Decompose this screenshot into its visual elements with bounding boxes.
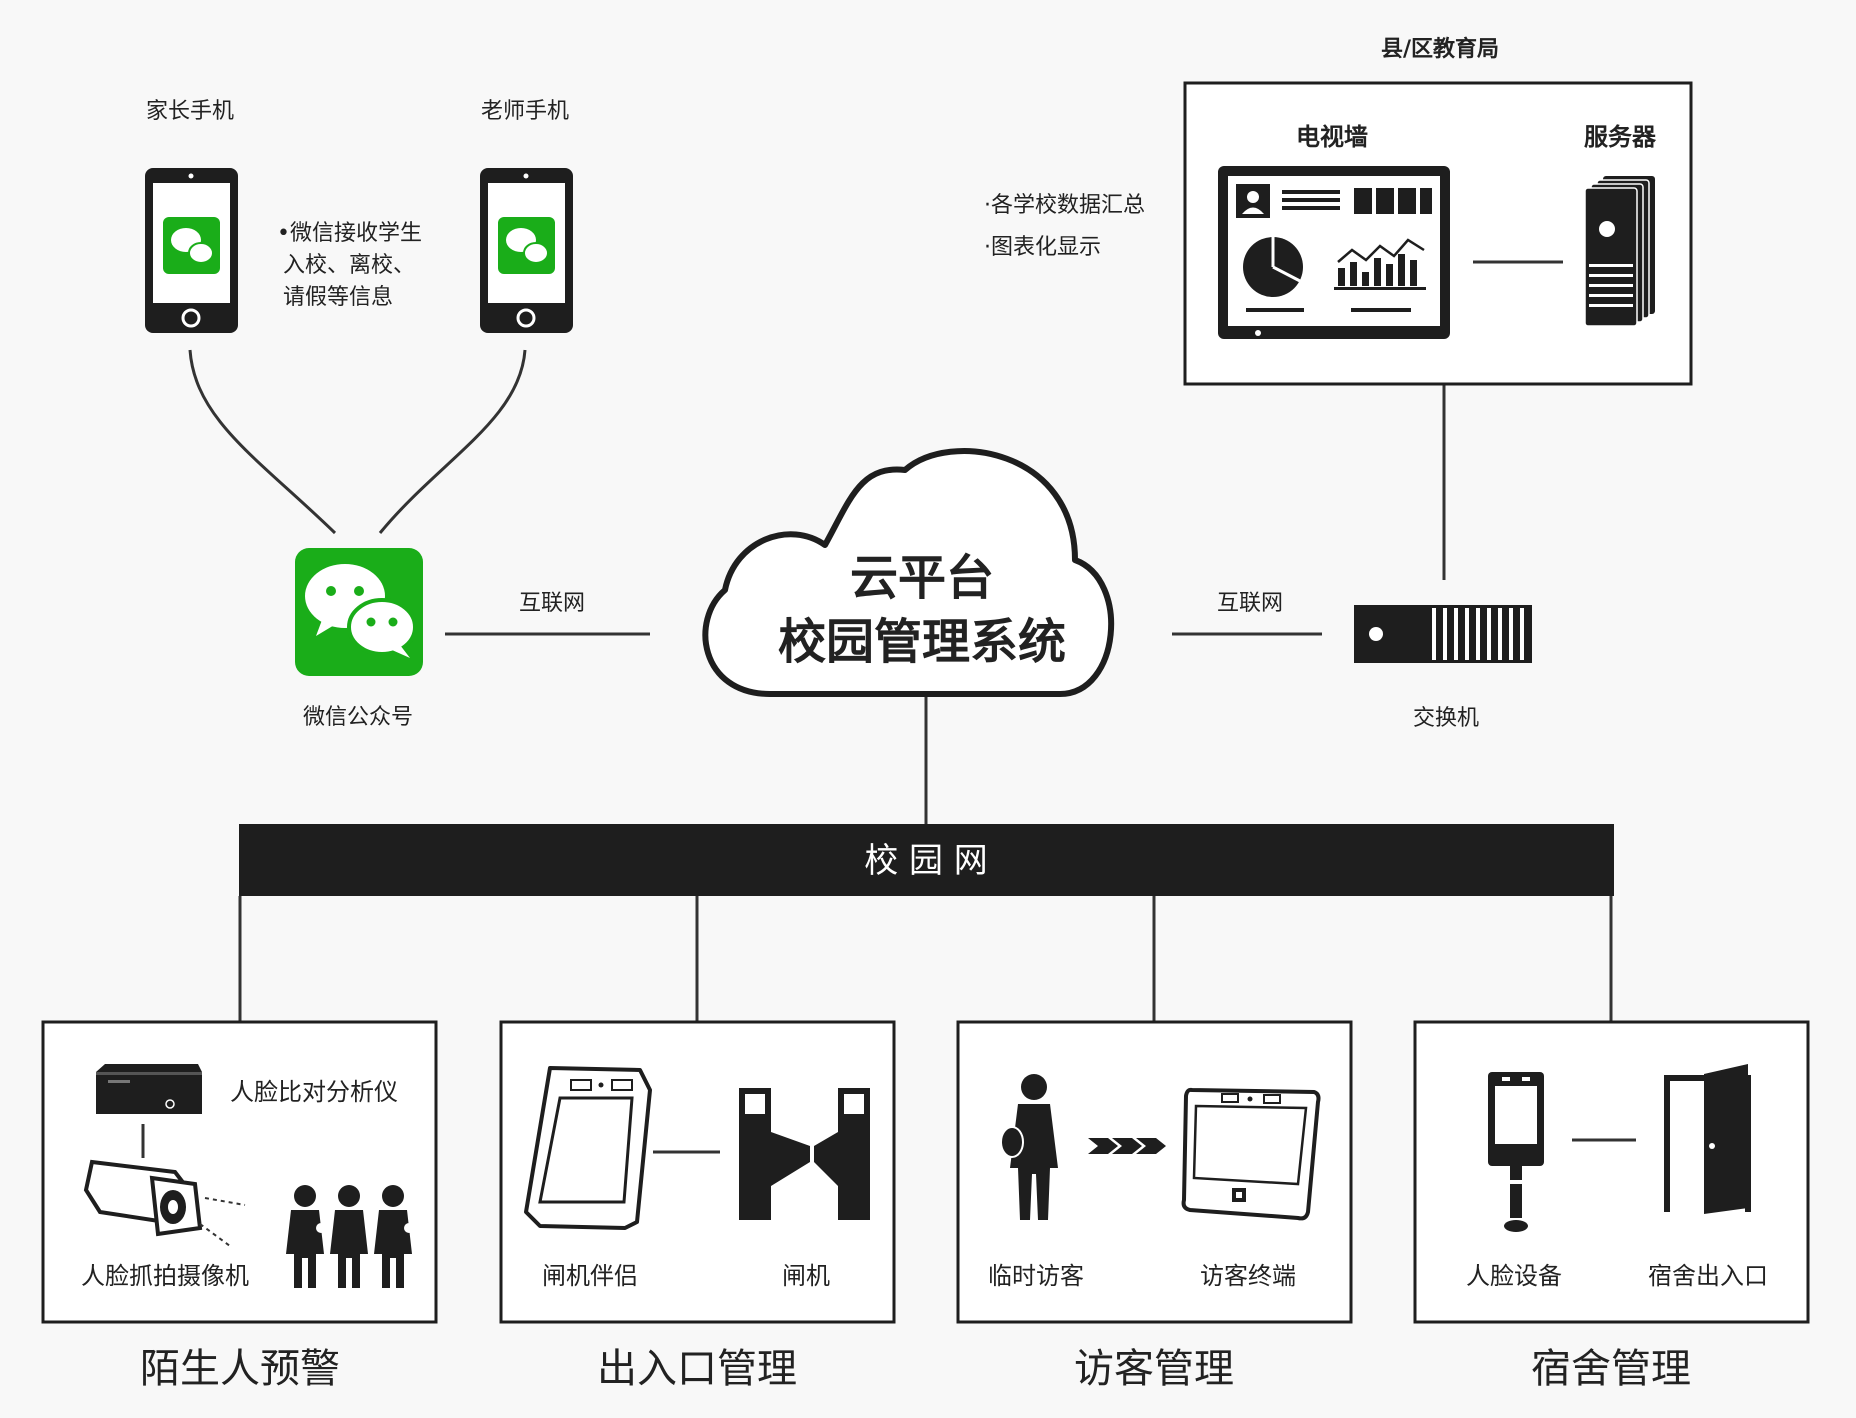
face-capture-camera-icon bbox=[83, 1159, 246, 1247]
wechat-note-line-3: 请假等信息 bbox=[283, 285, 393, 310]
cloud-icon bbox=[702, 448, 1115, 697]
module-title-dormitory: 宿舍管理 bbox=[1531, 1346, 1691, 1392]
tv-wall-label: 电视墙 bbox=[1296, 123, 1368, 151]
face-device-icon bbox=[1488, 1072, 1544, 1232]
wechat-official-account-icon bbox=[295, 548, 423, 676]
connector-parent-phone bbox=[188, 349, 337, 535]
gate-companion-icon bbox=[524, 1066, 652, 1230]
visitor-person-icon bbox=[1000, 1074, 1058, 1220]
teacher-phone-icon bbox=[480, 168, 573, 333]
switch-icon bbox=[1354, 605, 1532, 663]
wechat-official-account-label: 微信公众号 bbox=[303, 705, 413, 730]
cloud-platform: 云平台 校园管理系统 bbox=[702, 448, 1115, 697]
wechat-note-line-2: 入校、离校、 bbox=[283, 253, 415, 278]
crowd-icon bbox=[286, 1185, 414, 1288]
cloud-title-line-2: 校园管理系统 bbox=[778, 614, 1066, 670]
bureau-title: 县/区教育局 bbox=[1381, 36, 1499, 62]
campus-network-bar bbox=[239, 824, 1614, 896]
teacher-phone-label: 老师手机 bbox=[481, 99, 569, 124]
server-icon bbox=[1584, 176, 1655, 327]
bureau-note-2: ·图表化显示 bbox=[984, 235, 1101, 260]
gate-companion-label: 闸机伴侣 bbox=[542, 1262, 638, 1290]
module-title-entrance: 出入口管理 bbox=[597, 1346, 797, 1392]
face-capture-camera-label: 人脸抓拍摄像机 bbox=[81, 1262, 249, 1290]
dormitory-door-icon bbox=[1664, 1064, 1751, 1214]
wechat-note-line-1: •微信接收学生 bbox=[277, 221, 422, 246]
tv-wall-icon bbox=[1218, 166, 1450, 339]
temporary-visitor-label: 临时访客 bbox=[988, 1262, 1084, 1290]
visitor-terminal-icon bbox=[1181, 1087, 1321, 1221]
visitor-terminal-label: 访客终端 bbox=[1200, 1262, 1296, 1290]
cloud-title-line-1: 云平台 bbox=[850, 550, 994, 606]
parent-phone-icon bbox=[145, 168, 238, 333]
module-title-visitor: 访客管理 bbox=[1074, 1346, 1234, 1392]
module-title-stranger-warning: 陌生人预警 bbox=[140, 1346, 340, 1392]
connectors bbox=[188, 349, 1613, 1022]
face-device-label: 人脸设备 bbox=[1466, 1262, 1562, 1290]
forward-arrows-icon bbox=[1088, 1138, 1166, 1154]
face-analyzer-label: 人脸比对分析仪 bbox=[230, 1078, 398, 1106]
dormitory-entrance-label: 宿舍出入口 bbox=[1648, 1262, 1768, 1290]
turnstile-gate-label: 闸机 bbox=[782, 1262, 830, 1290]
internet-right-label: 互联网 bbox=[1217, 591, 1283, 616]
turnstile-gate-icon bbox=[739, 1088, 870, 1220]
switch-label: 交换机 bbox=[1413, 706, 1479, 731]
face-analyzer-icon bbox=[96, 1064, 202, 1114]
bureau-note-1: ·各学校数据汇总 bbox=[984, 193, 1145, 218]
server-label: 服务器 bbox=[1584, 123, 1657, 151]
internet-left-label: 互联网 bbox=[519, 591, 585, 616]
campus-network-label: 校 园 网 bbox=[864, 841, 988, 881]
parent-phone-label: 家长手机 bbox=[146, 99, 234, 124]
connector-teacher-phone bbox=[378, 349, 527, 534]
